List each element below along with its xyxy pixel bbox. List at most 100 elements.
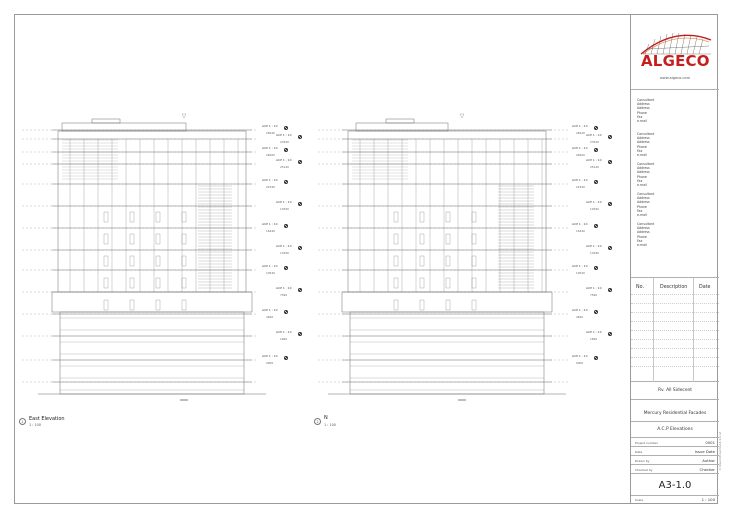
level-target-icon [284,148,288,152]
revision-row [631,330,719,331]
consultant-line: Address [637,140,650,145]
level-tag: ACP 1 : 10 [586,158,602,162]
view-number-bubble: 1 [19,418,26,425]
level-elevation: 19390 [590,207,599,211]
level-target-icon [608,332,612,336]
revision-row [631,348,719,349]
window [471,277,477,289]
scale-label: Scale [635,498,644,502]
scale-cell: Scale 1 : 100 [631,496,719,504]
level-target-icon [594,126,598,130]
field-value: Issue Date [694,449,715,454]
level-elevation: 27840 [280,140,289,144]
sheet-number: A3-1.0 [658,480,692,491]
consultant-line: Consultant [637,162,655,166]
consultant-line: Fax [637,238,643,243]
level-target-icon [298,135,302,139]
revisions-cell: No. Description Date [631,278,719,382]
facade-upper [347,130,547,293]
revision-column-divider [693,278,694,382]
level-tag: ACP 1 : 10 [586,200,602,204]
view-scale-east: 1 : 100 [29,423,41,427]
window [155,255,161,267]
level-target-icon [298,246,302,250]
field-value: 0001 [705,440,715,445]
consultant-line: Consultant [637,222,655,226]
project-cell: Mercury Residential Facades [631,400,719,422]
level-elevation: 25140 [280,165,289,169]
consultant-line: e-mail [637,153,647,158]
consultant-line: Address [637,170,650,175]
level-elevation: 0000 [576,361,584,365]
level-tag: ACP 1 : 10 [572,354,588,358]
window [181,277,187,289]
window [471,255,477,267]
consultant-line: Consultant [637,192,655,196]
level-elevation: 16440 [576,229,585,233]
level-target-icon [594,180,598,184]
level-target-icon [594,310,598,314]
level-tag: ACP 1 : 10 [276,158,292,162]
level-elevation: 22340 [266,185,275,189]
level-tag: ACP 1 : 10 [276,200,292,204]
window [129,233,135,245]
revision-row [631,321,719,322]
submission-cell: Rv. All Sidecent [631,382,719,400]
window [445,255,451,267]
level-target-icon [284,310,288,314]
revision-column-divider [653,278,654,382]
scale-value: 1 : 100 [701,497,715,502]
consultant-line: Address [637,136,650,141]
level-tag: ACP 1 : 10 [572,222,588,226]
logo-cell: ALGECO www.algeco.com [631,14,719,90]
level-target-icon [608,160,612,164]
level-elevation: 13490 [590,251,599,255]
level-elevation: 19390 [280,207,289,211]
level-tag: ACP 1 : 10 [262,146,278,150]
window [471,233,477,245]
level-elevation: 10540 [266,271,275,275]
view-title-east: East Elevation [29,416,65,422]
sheet-number-cell: A3-1.0 [631,474,719,496]
revision-no-header: No. [636,285,644,290]
revision-row [631,303,719,304]
revision-row [631,312,719,313]
revision-row [631,366,719,367]
logo-text: ALGECO [641,52,710,70]
window [393,233,399,245]
algeco-logo-graphic [640,32,712,55]
level-tag: ACP 1 : 10 [262,178,278,182]
field-label: Date [635,450,643,454]
sheet-border [14,14,718,504]
consultant-line: Phone [637,234,647,239]
level-elevation: 25140 [590,165,599,169]
level-target-icon [284,356,288,360]
sheet-name: A.C.P Elevations [657,427,693,432]
file-path-stamp: C:\Users\Projects\A3-1.0.rvt [718,431,722,470]
level-tag: ACP 1 : 10 [262,354,278,358]
facade-upper [57,130,247,293]
level-target-icon [608,135,612,139]
level-tag: ACP 1 : 10 [276,244,292,248]
window [393,299,399,311]
window [129,277,135,289]
consultant-line: Address [637,200,650,205]
level-elevation: 28440 [266,131,275,135]
consultant-line: e-mail [637,119,647,124]
window [471,299,477,311]
revision-row [631,357,719,358]
level-target-icon [298,288,302,292]
field-value: Checker [699,467,715,472]
window [155,211,161,223]
level-target-icon [298,160,302,164]
window [155,277,161,289]
level-tag: ACP 1 : 10 [262,308,278,312]
window [419,233,425,245]
level-tag: ACP 1 : 10 [276,133,292,137]
level-tag: ACP 1 : 10 [572,178,588,182]
window [181,211,187,223]
